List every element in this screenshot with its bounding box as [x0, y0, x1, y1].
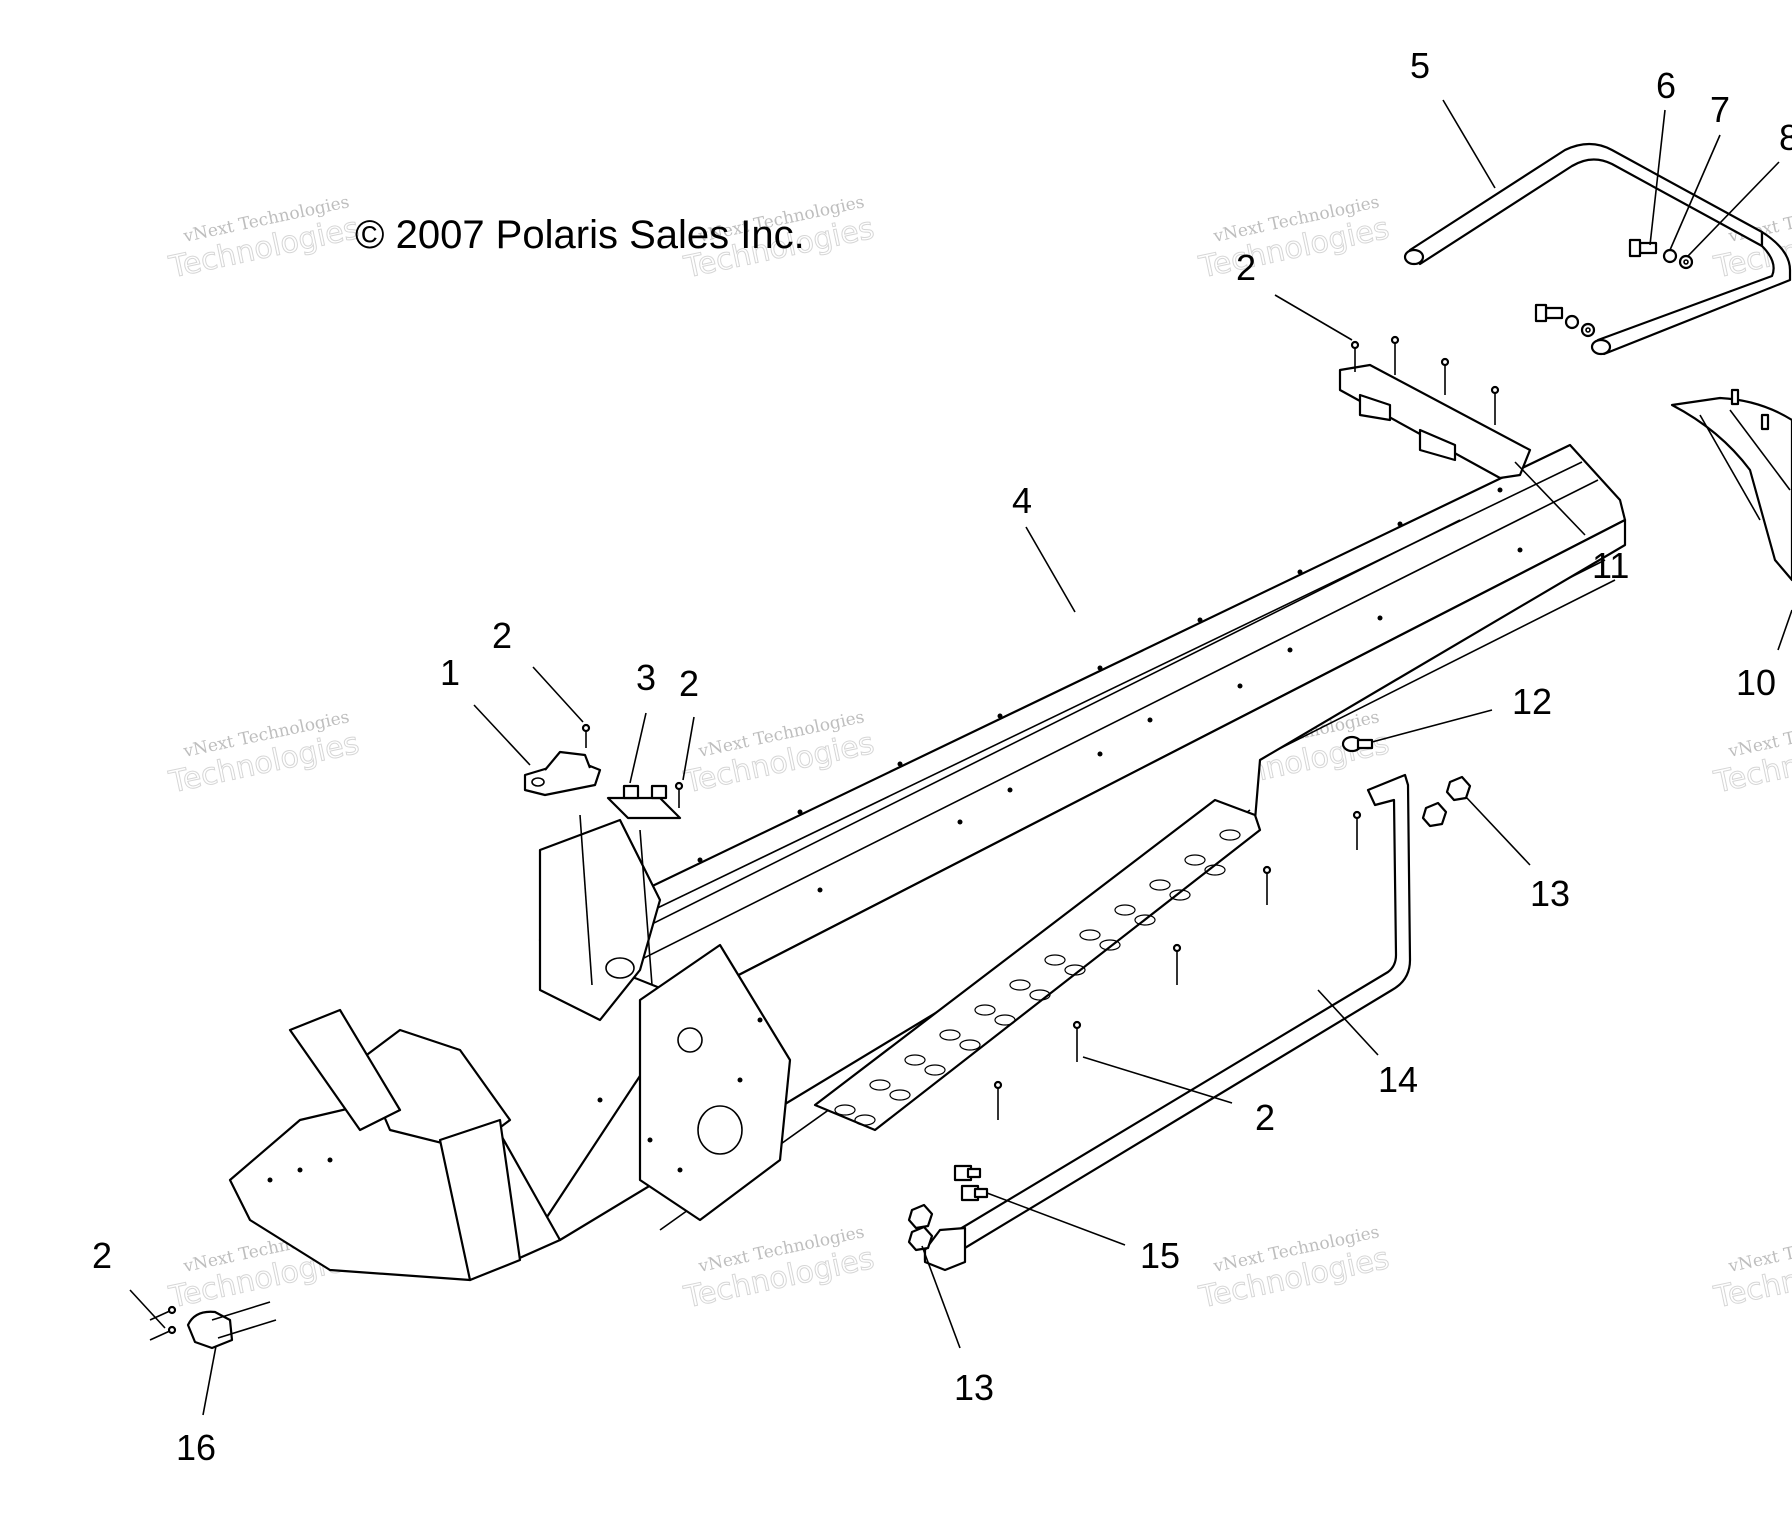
rear-bumper: [1403, 142, 1792, 356]
watermark: vNext Technologies Technologies: [165, 192, 363, 286]
callout-2a: 2: [492, 615, 512, 656]
flange-bolt-12: [1341, 735, 1374, 753]
steering-post-mount: [438, 1118, 522, 1282]
bumper-hardware: [1534, 238, 1694, 338]
callout-2e: 2: [92, 1235, 112, 1276]
step-bar: [923, 773, 1412, 1272]
leader-12: [1371, 709, 1493, 743]
watermark: vNext Technologies Technologies: [1710, 1222, 1792, 1316]
callout-10: 10: [1736, 662, 1776, 703]
screw-set-brackets: [581, 723, 684, 808]
copyright-text: © 2007 Polaris Sales Inc.: [355, 213, 805, 257]
bracket-part-1: [523, 750, 602, 797]
callout-13a: 13: [1530, 873, 1570, 914]
tunnel-assembly: [228, 443, 1627, 1282]
callout-5: 5: [1410, 45, 1430, 86]
leader-2d: [1082, 1056, 1233, 1104]
watermark: vNext Technologies Technologies: [1195, 1222, 1393, 1316]
running-board-holes: [834, 829, 1241, 1126]
front-hook-part-16: [186, 1301, 277, 1350]
callout-3: 3: [636, 657, 656, 698]
front-frame-upper: [358, 1028, 512, 1152]
callout-2c: 2: [1236, 247, 1256, 288]
nuts-13-lower: [907, 1203, 934, 1252]
leader-16: [202, 1345, 217, 1416]
bulkhead-right-plate: [638, 943, 792, 1222]
leader-13a: [1465, 796, 1531, 866]
callout-6: 6: [1656, 65, 1676, 106]
bulkhead-left-plate: [538, 818, 662, 1022]
callout-13b: 13: [954, 1367, 994, 1408]
callout-2b: 2: [679, 663, 699, 704]
callout-12: 12: [1512, 681, 1552, 722]
leader-2b: [682, 716, 695, 781]
callout-4: 4: [1012, 480, 1032, 521]
leader-15: [986, 1192, 1126, 1246]
callout-8: 8: [1779, 117, 1792, 158]
leader-3: [629, 712, 647, 784]
callout-14: 14: [1378, 1059, 1418, 1100]
bolts-15: [953, 1164, 989, 1202]
front-frame-brace: [288, 1008, 402, 1132]
snowflap: [1670, 388, 1792, 582]
running-board: [813, 798, 1262, 1132]
front-screws: [149, 1305, 177, 1341]
watermark: vNext Technologies Technologies: [680, 707, 878, 801]
callout-labels: 1 2 3 2 4 5 6 7 8 2 11 10 12 13 14 2 15 …: [92, 45, 1792, 1468]
leader-10: [1777, 609, 1792, 651]
callout-1: 1: [440, 652, 460, 693]
watermark: vNext Technologies Technologies: [680, 1222, 878, 1316]
leader-2a: [532, 666, 584, 723]
callout-16: 16: [176, 1427, 216, 1468]
frame-rivets: [267, 1017, 763, 1183]
leader-lines: [129, 99, 1792, 1416]
callout-7: 7: [1710, 89, 1730, 130]
leader-11: [1514, 461, 1586, 536]
watermark: vNext Technologies Technologies: [1195, 192, 1393, 286]
bracket-part-3: [606, 784, 682, 820]
leader-2e: [129, 1289, 166, 1329]
callout-2d: 2: [1255, 1097, 1275, 1138]
leader-13b: [921, 1245, 961, 1349]
nuts-13-upper: [1421, 775, 1472, 828]
bumper-bracket: [1338, 335, 1532, 480]
leader-1: [473, 704, 531, 766]
step-bar-screws: [993, 810, 1362, 1120]
leader-5: [1442, 99, 1496, 189]
leader-14: [1317, 989, 1379, 1056]
deck-rivets: [697, 487, 1523, 893]
leader-6: [1649, 109, 1666, 246]
callout-11: 11: [1592, 545, 1629, 586]
watermark: vNext Technologies Technologies: [1710, 707, 1792, 801]
callout-15: 15: [1140, 1235, 1180, 1276]
watermark: vNext Technologies Technologies: [165, 707, 363, 801]
leader-4: [1025, 526, 1076, 613]
leader-8: [1687, 161, 1780, 257]
leader-2c: [1274, 294, 1353, 341]
leader-7: [1669, 134, 1721, 251]
